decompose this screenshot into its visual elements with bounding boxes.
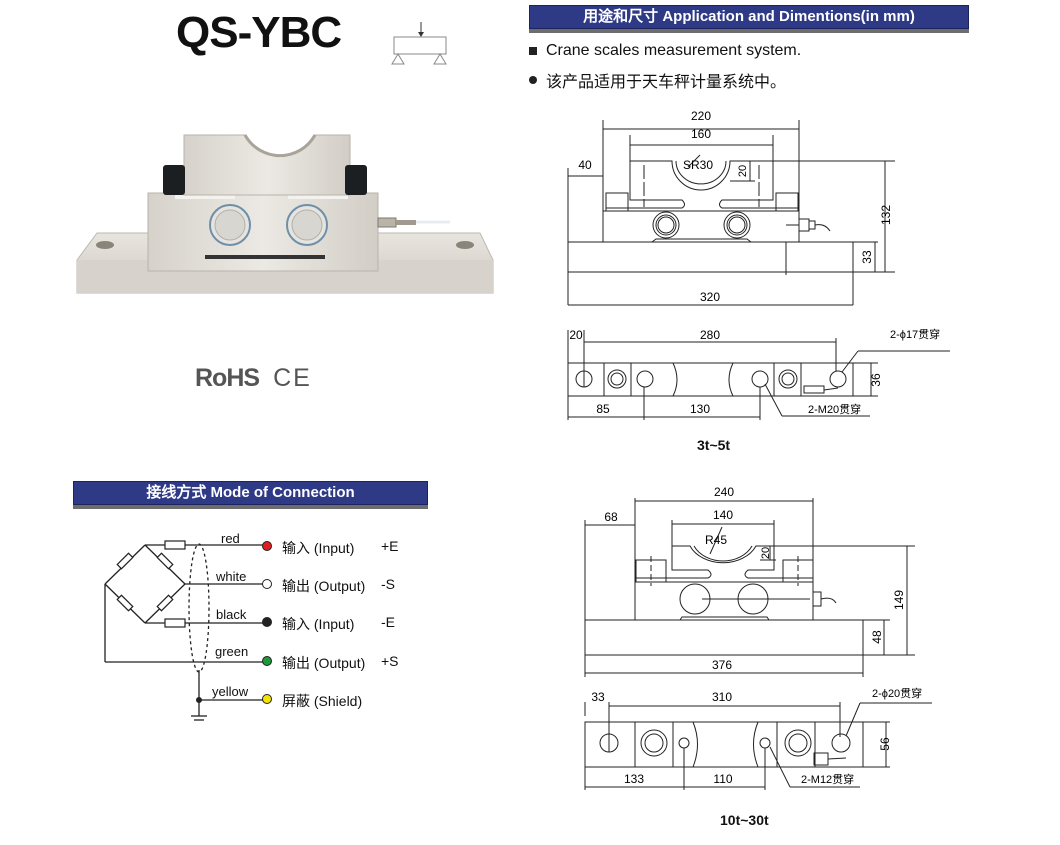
dim-hole-span: 280 <box>700 328 720 342</box>
wire-terminals <box>262 541 272 704</box>
bullet-cn-description: 该产品适用于天车秤计量系统中。 <box>529 68 786 92</box>
application-banner: 用途和尺寸 Application and Dimentions(in mm) <box>529 5 969 29</box>
connection-banner: 接线方式 Mode of Connection <box>73 481 428 505</box>
dim-saddle-depth: 20 <box>760 547 772 559</box>
dim-height: 132 <box>879 205 893 225</box>
dim-height: 149 <box>892 590 906 610</box>
signal-code-red: +E <box>381 538 399 554</box>
dim-base-length: 376 <box>712 658 732 672</box>
hole-note: 2-ϕ20贯穿 <box>872 686 922 700</box>
dim-width: 56 <box>878 737 892 751</box>
signal-black: 输入 (Input) <box>282 616 355 632</box>
dim-width: 36 <box>869 373 883 387</box>
drawing-small-front: 220 160 SR30 40 20 132 33 320 <box>567 109 895 306</box>
dim-radius: R45 <box>705 533 727 547</box>
dim-base-height: 33 <box>860 250 874 264</box>
terminal-yellow-icon <box>262 694 272 704</box>
square-bullet-icon <box>529 47 537 55</box>
drawing-large-top: 33 310 2-ϕ20贯穿 56 133 110 2-M12贯穿 <box>584 686 932 790</box>
terminal-green-icon <box>262 656 272 666</box>
certification-marks: RoHS CE <box>195 364 312 393</box>
product-photo <box>76 134 494 294</box>
signal-yellow: 屏蔽 (Shield) <box>282 693 363 709</box>
drawing-large-front: 240 140 R45 68 20 149 48 376 <box>584 485 915 677</box>
dim-thread-span: 110 <box>713 772 732 786</box>
signal-white: 输出 (Output) <box>282 578 366 594</box>
dim-to-thread: 133 <box>624 772 644 786</box>
wire-label-black: black <box>216 607 247 622</box>
round-bullet-icon <box>529 76 537 84</box>
dim-saddle-depth: 20 <box>737 165 749 177</box>
bullet-crane-scales: Crane scales measurement system. <box>529 42 801 60</box>
ce-mark: CE <box>273 364 312 392</box>
model-title: QS-YBC <box>176 8 342 57</box>
hole-note: 2-ϕ17贯穿 <box>890 327 940 341</box>
banner-divider <box>73 505 428 509</box>
wire-label-green: green <box>215 644 249 659</box>
dim-edge: 20 <box>569 328 583 342</box>
dim-edge: 33 <box>591 690 605 704</box>
dim-overall-top: 240 <box>714 485 734 499</box>
wire-label-white: white <box>216 569 247 584</box>
signal-green: 输出 (Output) <box>282 655 366 671</box>
terminal-red-icon <box>262 541 272 551</box>
wire-label-red: red <box>221 531 240 546</box>
signal-code-green: +S <box>381 653 399 669</box>
signal-red: 输入 (Input) <box>282 540 355 556</box>
banner-divider <box>529 29 969 33</box>
wiring-diagram <box>104 540 267 721</box>
dim-thread-span: 130 <box>690 402 710 416</box>
dim-hole-span: 310 <box>712 690 732 704</box>
dim-offset: 68 <box>604 510 618 524</box>
caption-10t-30t: 10t~30t <box>720 812 769 828</box>
signal-code-black: -E <box>381 614 395 630</box>
drawing-small-top: 20 280 2-ϕ17贯穿 36 85 130 2-M20贯穿 <box>567 327 950 420</box>
dim-saddle: 160 <box>691 127 711 141</box>
dim-to-thread: 85 <box>596 402 610 416</box>
beam-load-diagram-icon <box>391 22 447 65</box>
wire-label-yellow: yellow <box>212 684 249 699</box>
terminal-white-icon <box>262 579 272 589</box>
caption-3t-5t: 3t~5t <box>697 437 731 453</box>
rohs-mark: RoHS <box>195 364 260 392</box>
dim-overall-top: 220 <box>691 109 711 123</box>
dim-radius: SR30 <box>683 158 713 172</box>
signal-code-white: -S <box>381 576 395 592</box>
dim-base-length: 320 <box>700 290 720 304</box>
dim-saddle: 140 <box>713 508 733 522</box>
terminal-black-icon <box>262 617 272 627</box>
thread-note: 2-M12贯穿 <box>801 772 854 786</box>
dim-base-height: 48 <box>870 630 884 644</box>
thread-note: 2-M20贯穿 <box>808 402 861 416</box>
dim-offset: 40 <box>578 158 592 172</box>
